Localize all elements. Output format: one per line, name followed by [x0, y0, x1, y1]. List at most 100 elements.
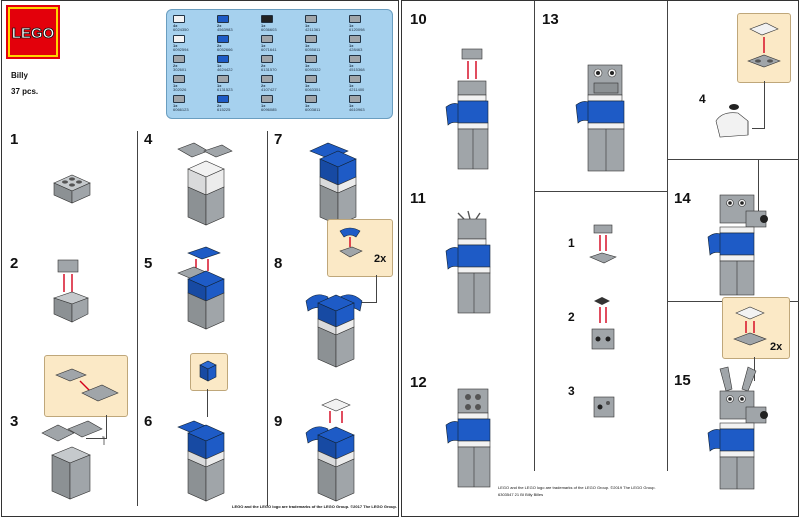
part-id: 6093322 — [305, 67, 321, 72]
step-12-illustration — [445, 388, 491, 488]
part-id: 615225 — [217, 107, 231, 112]
part-id: 6120098 — [349, 27, 365, 32]
step-number: 6 — [144, 413, 153, 430]
part-icon — [173, 35, 185, 43]
part-quantity: 1x — [173, 103, 178, 108]
callout-connector — [106, 415, 107, 439]
part-quantity: 1x — [305, 43, 310, 48]
part-icon — [261, 55, 273, 63]
sub-step-number: 3 — [568, 384, 575, 398]
part-quantity: 2x — [261, 83, 266, 88]
step-13-illustration — [575, 64, 625, 172]
sub-assembly-callout — [327, 219, 393, 277]
step-6-illustration — [177, 420, 225, 502]
part-id: 6063351 — [305, 87, 321, 92]
part-quantity: 1x — [305, 23, 310, 28]
sub-step-1-illustration — [589, 224, 617, 264]
step-9-illustration — [305, 398, 355, 502]
callout-connector — [758, 159, 759, 219]
part-quantity: 1x — [305, 83, 310, 88]
part-quantity: 1x — [217, 83, 222, 88]
part-icon — [349, 15, 361, 23]
part-id: 6036603 — [261, 27, 277, 32]
part-icon — [217, 35, 229, 43]
part-icon — [261, 15, 273, 23]
part-icon — [261, 95, 273, 103]
step-number: 3 — [10, 413, 19, 430]
step-15-callout-illustration — [733, 306, 767, 346]
part-quantity: 1x — [173, 83, 178, 88]
part-icon — [349, 35, 361, 43]
part-icon — [173, 15, 185, 23]
part-id: 6055811 — [305, 47, 321, 52]
part-quantity: 4x — [173, 23, 178, 28]
sub-step-number: 2 — [568, 310, 575, 324]
part-icon — [305, 15, 317, 23]
instruction-page-right: 10 11 12 13 14 15 4 1 2 3 — [401, 0, 799, 517]
part-quantity: 1x — [173, 43, 178, 48]
part-quantity: 2x — [217, 23, 222, 28]
step-2-illustration — [53, 259, 89, 323]
lego-logo-text: LEGO — [12, 25, 55, 42]
part-id: 302026 — [173, 87, 187, 92]
callout-connector — [86, 438, 107, 439]
part-icon — [349, 55, 361, 63]
part-id: 428463 — [349, 47, 363, 52]
step-15-illustration — [707, 366, 768, 490]
callout-4-result-illustration — [715, 104, 749, 138]
step-number: 8 — [274, 255, 283, 272]
callout-connector — [754, 357, 755, 381]
quantity-multiplier: 2x — [374, 253, 387, 265]
part-icon — [305, 75, 317, 83]
part-icon — [217, 95, 229, 103]
part-icon — [261, 35, 273, 43]
part-quantity: 2x — [217, 103, 222, 108]
step-number: 7 — [274, 131, 283, 148]
part-icon — [349, 75, 361, 83]
step-number: 11 — [410, 190, 426, 207]
part-icon — [217, 15, 229, 23]
part-id: 4107427 — [261, 87, 277, 92]
legal-notice: LEGO and the LEGO logo are trademarks of… — [232, 504, 397, 509]
part-id: 4211400 — [349, 87, 365, 92]
step-1-illustration — [53, 174, 91, 204]
part-icon — [261, 75, 273, 83]
lego-logo: LEGO — [6, 5, 60, 59]
part-id: 6052666 — [217, 47, 233, 52]
part-icon — [305, 55, 317, 63]
set-code: 6303547 21 BI Billy Billes — [498, 492, 544, 497]
step-divider — [267, 131, 268, 506]
part-id: 6131570 — [261, 67, 277, 72]
sub-step-number: 1 — [568, 236, 575, 250]
callout-connector — [207, 389, 208, 417]
part-id: 6096085 — [261, 107, 277, 112]
row-divider — [667, 159, 799, 160]
step-number: 13 — [542, 11, 559, 28]
step-5-illustration — [177, 246, 225, 330]
step-divider — [137, 131, 138, 506]
sub-assembly-callout — [44, 355, 128, 417]
column-divider — [667, 1, 668, 471]
piece-count: 37 pcs. — [11, 87, 39, 96]
sub-step-2-illustration — [591, 297, 615, 350]
step-number: 1 — [10, 131, 19, 148]
